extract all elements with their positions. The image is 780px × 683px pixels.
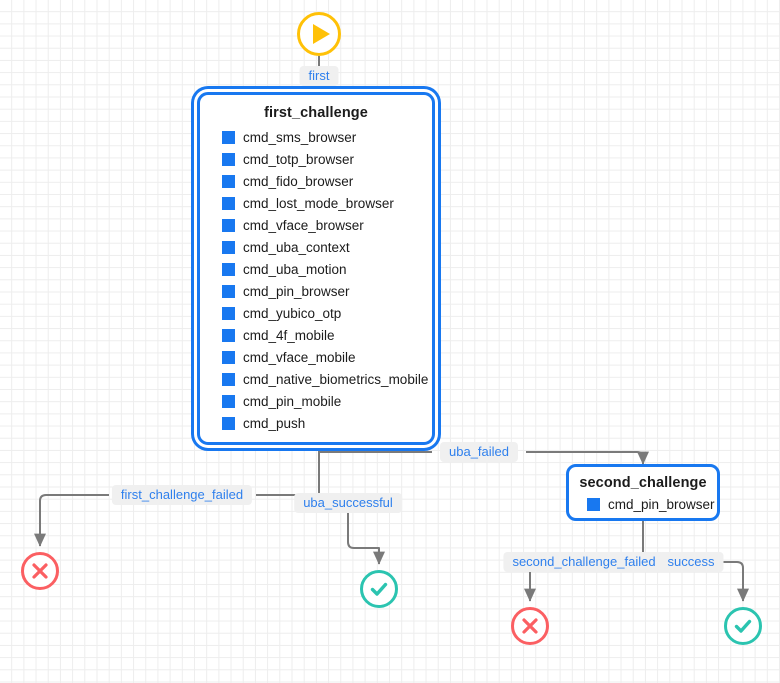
list-item-label: cmd_pin_browser [608,496,715,512]
x-circle-icon [522,618,538,634]
list-item-label: cmd_pin_browser [243,283,350,299]
list-item[interactable]: cmd_sms_browser [222,126,432,148]
list-item-label: cmd_uba_motion [243,261,347,277]
node-title: first_challenge [264,105,368,121]
list-item-label: cmd_yubico_otp [243,305,342,321]
list-item-label: cmd_vface_browser [243,217,364,233]
bullet-square-icon [222,130,235,144]
list-item-label: cmd_4f_mobile [243,327,335,343]
terminal-success-final[interactable] [724,607,762,645]
edge-success [721,561,749,602]
list-item[interactable]: cmd_vface_browser [222,214,432,236]
list-item-label: cmd_lost_mode_browser [243,195,394,211]
edge-label-success[interactable]: success [658,552,724,572]
list-item[interactable]: cmd_native_biometrics_mobile [222,368,432,390]
list-item[interactable]: cmd_pin_browser [222,280,432,302]
list-item-label: cmd_native_biometrics_mobile [243,371,429,387]
terminal-success-uba[interactable] [360,570,398,608]
list-item-label: cmd_push [243,415,306,431]
list-item[interactable]: cmd_uba_context [222,236,432,258]
list-item-label: cmd_fido_browser [243,173,354,189]
node-title: second_challenge [579,475,707,491]
terminal-fail-first[interactable] [21,552,59,590]
list-item[interactable]: cmd_uba_motion [222,258,432,280]
list-item-label: cmd_uba_context [243,239,350,255]
node-item-list: cmd_sms_browser cmd_totp_browser cmd_fid… [200,126,432,443]
bullet-square-icon [222,394,235,408]
list-item[interactable]: cmd_pin_mobile [222,390,432,412]
edge-uba-successful [347,510,385,565]
edge-label-uba-failed[interactable]: uba_failed [440,442,518,462]
edge-label-first[interactable]: first [299,66,339,86]
list-item[interactable]: cmd_push [222,412,432,434]
list-item-label: cmd_totp_browser [243,151,355,167]
check-circle-icon [370,582,388,596]
start-node[interactable] [297,12,341,56]
list-item[interactable]: cmd_yubico_otp [222,302,432,324]
edge-first-challenge-failed [256,445,320,496]
bullet-square-icon [222,196,235,210]
x-circle-icon [32,563,48,579]
bullet-square-icon [222,152,235,166]
list-item[interactable]: cmd_totp_browser [222,148,432,170]
bullet-square-icon [222,218,235,232]
list-item-label: cmd_pin_mobile [243,393,342,409]
list-item[interactable]: cmd_lost_mode_browser [222,192,432,214]
list-item-label: cmd_vface_mobile [243,349,356,365]
edge-label-uba-successful[interactable]: uba_successful [294,493,402,513]
bullet-square-icon [222,240,235,254]
check-circle-icon [734,619,752,633]
edge-first-challenge-failed-tail [34,494,109,547]
bullet-square-icon [222,328,235,342]
bullet-square-icon [222,306,235,320]
bullet-square-icon [222,350,235,364]
node-second-challenge[interactable]: second_challenge cmd_pin_browser [566,464,720,521]
bullet-square-icon [222,174,235,188]
list-item[interactable]: cmd_fido_browser [222,170,432,192]
bullet-square-icon [222,262,235,276]
node-first-challenge[interactable]: first_challenge cmd_sms_browser cmd_totp… [197,92,435,445]
list-item[interactable]: cmd_4f_mobile [222,324,432,346]
list-item[interactable]: cmd_pin_browser [587,493,717,515]
edge-label-first-challenge-failed[interactable]: first_challenge_failed [111,485,253,505]
bullet-square-icon [222,284,235,298]
list-item-label: cmd_sms_browser [243,129,357,145]
bullet-square-icon [222,416,235,430]
play-icon [313,24,330,44]
edge-uba-failed-tail [526,451,649,465]
list-item[interactable]: cmd_vface_mobile [222,346,432,368]
node-item-list: cmd_pin_browser [569,493,717,524]
bullet-square-icon [222,372,235,386]
edge-label-second-challenge-failed[interactable]: second_challenge_failed [503,552,665,572]
terminal-fail-second[interactable] [511,607,549,645]
bullet-square-icon [587,497,600,511]
